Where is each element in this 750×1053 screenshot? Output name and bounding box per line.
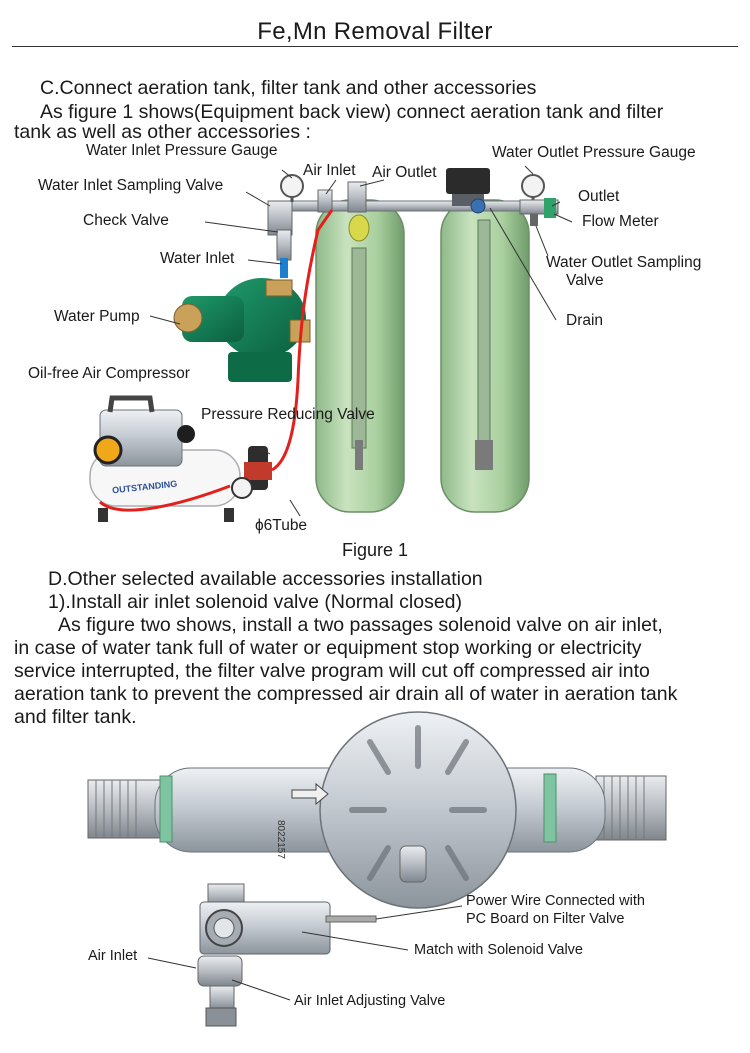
label-oil-free-air-compressor: Oil-free Air Compressor (28, 365, 190, 382)
section-c-line-1: As figure 1 shows(Equipment back view) c… (40, 101, 664, 123)
pressure-reducing-valve (231, 446, 272, 499)
label-water-outlet-sampling-valve-line2: Valve (566, 272, 604, 289)
section-d-para-line-1: As figure two shows, install a two passa… (58, 614, 663, 636)
aeration-tank (315, 199, 405, 513)
label-power-wire-line2: PC Board on Filter Valve (466, 911, 625, 927)
section-d-subheading: 1).Install air inlet solenoid valve (Nor… (48, 591, 463, 613)
label-outlet: Outlet (578, 188, 620, 205)
label-water-outlet-sampling-valve-line1: Water Outlet Sampling (546, 254, 702, 271)
label-drain: Drain (566, 312, 604, 329)
label-air-inlet-adjusting-valve: Air Inlet Adjusting Valve (294, 993, 446, 1009)
filter-tank (440, 199, 530, 513)
label-power-wire-line1: Power Wire Connected with (466, 893, 645, 909)
label-pressure-reducing-valve: Pressure Reducing Valve (201, 406, 375, 423)
label-check-valve: Check Valve (83, 212, 169, 229)
label-air-inlet: Air Inlet (303, 162, 356, 179)
page-title: Fe,Mn Removal Filter (257, 18, 493, 45)
label-water-outlet-pressure-gauge: Water Outlet Pressure Gauge (492, 144, 696, 161)
label-flow-meter: Flow Meter (582, 213, 659, 230)
section-c-heading: C.Connect aeration tank, filter tank and… (40, 77, 537, 99)
section-d-para-line-3: service interrupted, the filter valve pr… (14, 660, 650, 682)
label-tube: ϕ6Tube (255, 517, 308, 534)
figure-1-caption: Figure 1 (341, 540, 409, 560)
label-air-outlet: Air Outlet (372, 164, 437, 181)
water-pump (173, 278, 311, 382)
label-air-inlet-fig2: Air Inlet (88, 948, 138, 964)
section-c-line-2: tank as well as other accessories : (14, 121, 311, 143)
section-d-heading: D.Other selected available accessories i… (48, 568, 483, 590)
label-water-inlet-sampling-valve: Water Inlet Sampling Valve (38, 177, 224, 194)
figure-2-solenoid-valve (87, 711, 667, 1027)
label-match-solenoid-valve: Match with Solenoid Valve (414, 942, 583, 958)
section-d-para-line-2: in case of water tank full of water or e… (14, 637, 642, 659)
title-divider (12, 46, 738, 47)
part-number: 8022157 (275, 820, 286, 859)
label-water-inlet: Water Inlet (160, 250, 235, 267)
air-compressor (89, 395, 241, 522)
section-d-para-line-5: and filter tank. (14, 706, 137, 728)
label-water-pump: Water Pump (54, 308, 140, 325)
section-d-para-line-4: aeration tank to prevent the compressed … (14, 683, 678, 705)
label-water-inlet-pressure-gauge: Water Inlet Pressure Gauge (86, 142, 278, 159)
